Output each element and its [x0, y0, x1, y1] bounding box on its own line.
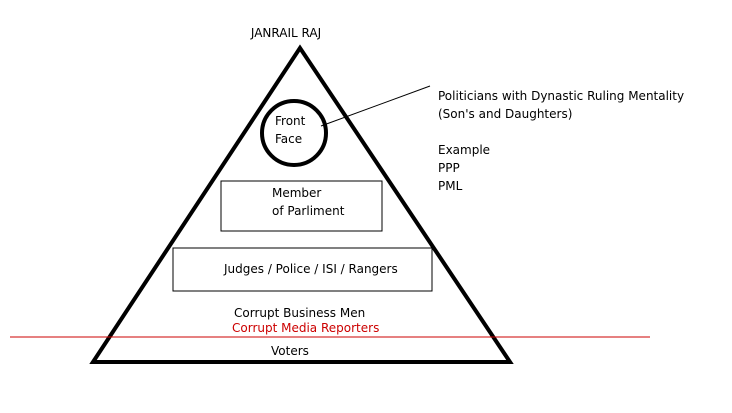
front-face-circle	[260, 99, 328, 167]
callout-line2: (Son's and Daughters)	[438, 107, 572, 121]
institutions-tier-box	[172, 247, 433, 292]
callout-line1: Politicians with Dynastic Ruling Mentali…	[438, 89, 684, 103]
pyramid-outline	[89, 44, 514, 364]
diagram-title: JANRAIL RAJ	[250, 26, 321, 40]
voters-label: Voters	[271, 344, 309, 358]
callout-example-label: Example	[438, 143, 490, 157]
parliament-tier-box	[220, 180, 383, 232]
business-label: Corrupt Business Men	[234, 306, 365, 320]
callout-example-ppp: PPP	[438, 161, 460, 175]
front-face-label-line2: Face	[275, 132, 302, 146]
parliament-label-line1: Member	[272, 186, 321, 200]
callout-connector	[320, 85, 431, 127]
institutions-label: Judges / Police / ISI / Rangers	[223, 262, 398, 276]
media-label: Corrupt Media Reporters	[232, 321, 379, 335]
callout-example-pml: PML	[438, 179, 463, 193]
front-face-label-line1: Front	[275, 114, 306, 128]
parliament-label-line2: of Parliment	[272, 204, 345, 218]
